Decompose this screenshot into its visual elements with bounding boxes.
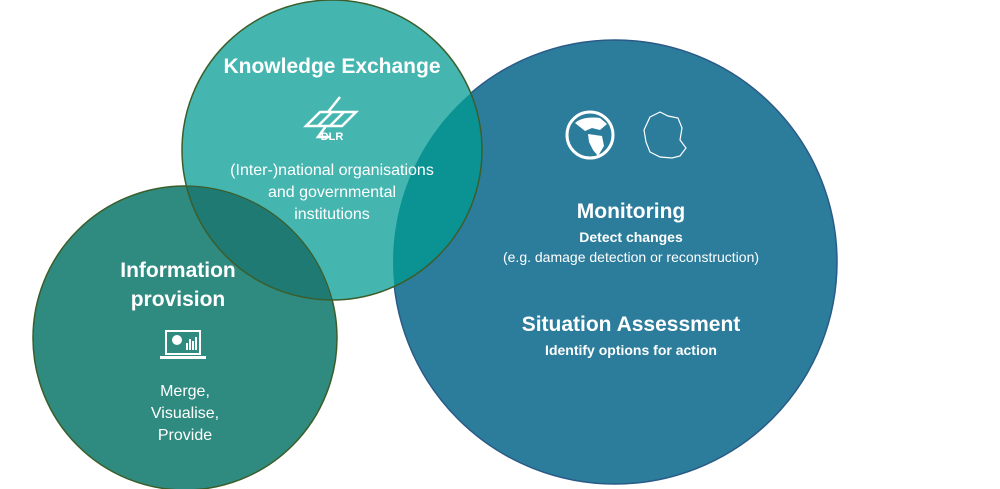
title-line: provision xyxy=(130,288,226,311)
overlap-knowledge-information xyxy=(182,186,337,300)
germany-map-icon xyxy=(643,111,687,159)
description-line: Merge, xyxy=(160,383,210,400)
knowledge-exchange-title: Knowledge Exchange xyxy=(223,55,441,78)
title-line: Information xyxy=(120,259,236,282)
situation-assessment-subtitle: Identify options for action xyxy=(545,342,717,358)
dlr-logo-text: DLR xyxy=(321,131,344,143)
globe-icon xyxy=(565,110,615,160)
description-line: (Inter-)national organisations xyxy=(230,162,434,179)
laptop-dashboard-icon xyxy=(160,330,206,359)
information-provision-title: Information provision xyxy=(120,256,236,314)
monitoring-subtitle: Detect changes xyxy=(579,229,683,245)
monitoring-title: Monitoring xyxy=(576,200,686,223)
description-line: Provide xyxy=(157,427,213,444)
dlr-logo-icon xyxy=(302,96,360,139)
description-line: and governmental xyxy=(267,184,397,201)
knowledge-exchange-description: (Inter-)national organisations and gover… xyxy=(230,160,434,226)
description-line: Visualise, xyxy=(150,405,220,422)
information-provision-description: Merge, Visualise, Provide xyxy=(151,381,219,447)
situation-assessment-title: Situation Assessment xyxy=(521,313,741,336)
monitoring-detail: (e.g. damage detection or reconstruction… xyxy=(502,249,760,265)
description-line: institutions xyxy=(294,206,370,223)
